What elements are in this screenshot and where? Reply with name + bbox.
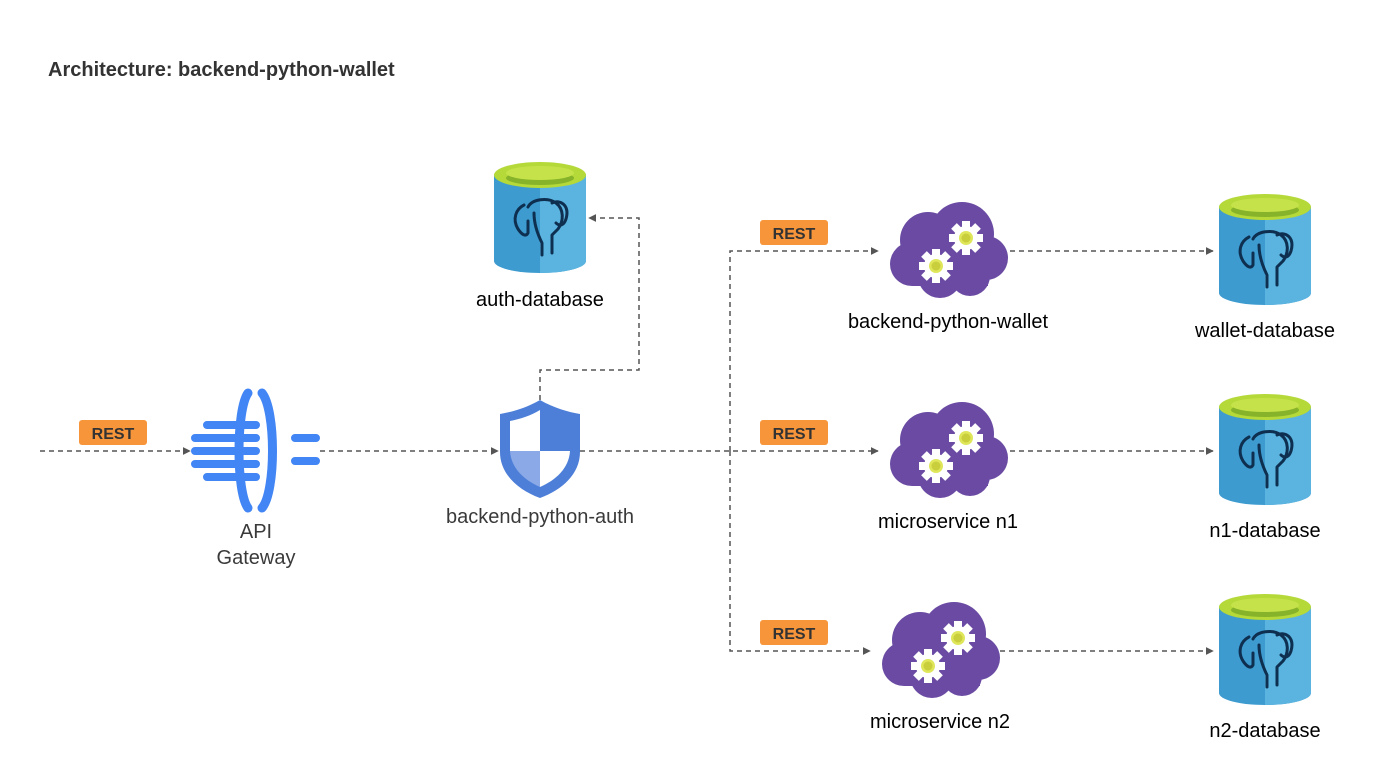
cloud-gears-icon (890, 402, 1008, 498)
api-gateway-label-line2: Gateway (217, 547, 296, 569)
rest-badge-n1: REST (760, 420, 828, 445)
n2-database-label: n2-database (1209, 720, 1320, 742)
connector-auth-to-auth-db (539, 214, 640, 400)
diagram-title: Architecture: backend-python-wallet (48, 59, 395, 81)
auth-service-label: backend-python-auth (446, 506, 634, 528)
rest-badge-n2: REST (760, 620, 828, 645)
rest-badge-gateway-label: REST (92, 426, 135, 443)
postgres-database-icon (1217, 592, 1313, 707)
shield-icon (500, 400, 580, 498)
rest-badge-n1-label: REST (773, 426, 816, 443)
rest-badge-wallet-label: REST (773, 226, 816, 243)
cloud-gears-icon (890, 202, 1008, 298)
auth-service-node[interactable]: backend-python-auth (446, 400, 634, 528)
rest-badge-gateway: REST (79, 420, 147, 445)
auth-database-label: auth-database (476, 289, 604, 311)
n2-service-label: microservice n2 (870, 711, 1010, 733)
wallet-service-label: backend-python-wallet (848, 311, 1049, 333)
postgres-database-icon (1217, 392, 1313, 507)
api-gateway-icon (191, 388, 320, 513)
n2-database-node[interactable]: n2-database (1209, 592, 1321, 742)
api-gateway-node[interactable]: API Gateway (191, 388, 320, 569)
wallet-service-node[interactable]: backend-python-wallet (848, 202, 1049, 333)
auth-database-node[interactable]: auth-database (476, 160, 604, 311)
postgres-database-icon (492, 160, 588, 275)
n2-service-node[interactable]: microservice n2 (870, 602, 1010, 733)
wallet-database-node[interactable]: wallet-database (1194, 192, 1335, 342)
n1-database-node[interactable]: n1-database (1209, 392, 1321, 542)
api-gateway-label-line1: API (240, 521, 272, 543)
n1-service-node[interactable]: microservice n1 (878, 402, 1018, 533)
connector-auth-to-wallet (729, 247, 879, 451)
cloud-gears-icon (882, 602, 1000, 698)
postgres-database-icon (1217, 192, 1313, 307)
rest-badge-wallet: REST (760, 220, 828, 245)
rest-badge-n2-label: REST (773, 626, 816, 643)
n1-service-label: microservice n1 (878, 511, 1018, 533)
n1-database-label: n1-database (1209, 520, 1320, 542)
connector-auth-to-n2 (729, 451, 871, 655)
wallet-database-label: wallet-database (1194, 320, 1335, 342)
